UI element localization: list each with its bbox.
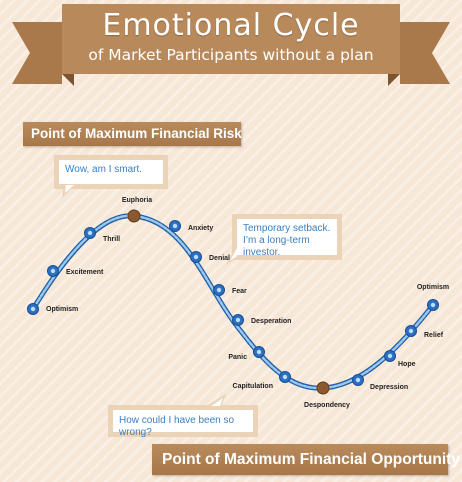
stage-label-euphoria: Euphoria <box>122 197 152 204</box>
stage-node-center <box>193 254 199 260</box>
capitulation-speech-bubble: How could I have been so wrong? <box>108 405 258 438</box>
cycle-stage-nodes: Optimism Excitement Thrill EuphoriaAnxietyD… <box>27 197 449 409</box>
bubble-tail-fill <box>230 248 237 261</box>
stage-label-optimism: Optimism <box>417 284 449 291</box>
max-risk-label: Point of Maximum Financial Risk <box>23 122 242 146</box>
bubble-tail <box>208 394 226 405</box>
cycle-curve <box>31 214 435 390</box>
stage-node-center <box>172 223 178 229</box>
stage-label-optimism: Optimism <box>46 306 78 313</box>
bubble-tail-fill <box>65 185 74 193</box>
bubble-text-line2: I’m a long-term investor. <box>243 235 310 258</box>
euphoria-speech-bubble: Wow, am I smart. <box>54 155 168 189</box>
stage-node-center <box>282 374 288 380</box>
cycle-curve-outline <box>30 213 436 391</box>
stage-node-center <box>355 377 361 383</box>
stage-label-capitulation: Capitulation <box>233 383 273 390</box>
stage-label-thrill: Thrill <box>103 236 120 243</box>
title-banner: Emotional Cycle of Market Participants w… <box>0 0 462 90</box>
page-title: Emotional Cycle <box>102 8 360 43</box>
max-opportunity-label: Point of Maximum Financial Opportunity <box>152 444 460 475</box>
bubble-text-line1: Temporary setback. <box>243 223 331 234</box>
stage-node-despondency <box>316 381 330 395</box>
bubble-tail <box>62 184 76 198</box>
bubble-tail <box>226 246 236 265</box>
stage-node-center <box>387 353 393 359</box>
stage-node-center <box>235 317 241 323</box>
stage-label-depression: Depression <box>370 384 408 391</box>
stage-node-center <box>408 328 414 334</box>
bubble-text: Wow, am I smart. <box>65 164 143 175</box>
anxiety-speech-bubble: Temporary setback. I’m a long-term inves… <box>232 214 342 260</box>
stage-label-hope: Hope <box>398 361 416 368</box>
stage-label-desperation: Desperation <box>251 318 291 325</box>
stage-node-center <box>87 230 93 236</box>
stage-label-panic: Panic <box>228 354 247 361</box>
stage-label-anxiety: Anxiety <box>188 225 213 232</box>
stage-node-center <box>256 349 262 355</box>
stage-label-relief: Relief <box>424 332 444 339</box>
stage-label-excitement: Excitement <box>66 269 104 276</box>
bubble-text: How could I have been so wrong? <box>119 415 235 438</box>
stage-node-center <box>50 268 56 274</box>
stage-label-denial: Denial <box>209 255 230 262</box>
stage-node-euphoria <box>127 209 141 223</box>
stage-node-center <box>216 287 222 293</box>
stage-label-despondency: Despondency <box>304 402 350 409</box>
page-subtitle: of Market Participants without a plan <box>88 46 374 64</box>
stage-node-center <box>430 302 436 308</box>
stage-node-center <box>30 306 36 312</box>
bubble-tail-fill <box>211 398 223 406</box>
banner-ribbon <box>12 4 450 86</box>
stage-label-fear: Fear <box>232 288 247 295</box>
